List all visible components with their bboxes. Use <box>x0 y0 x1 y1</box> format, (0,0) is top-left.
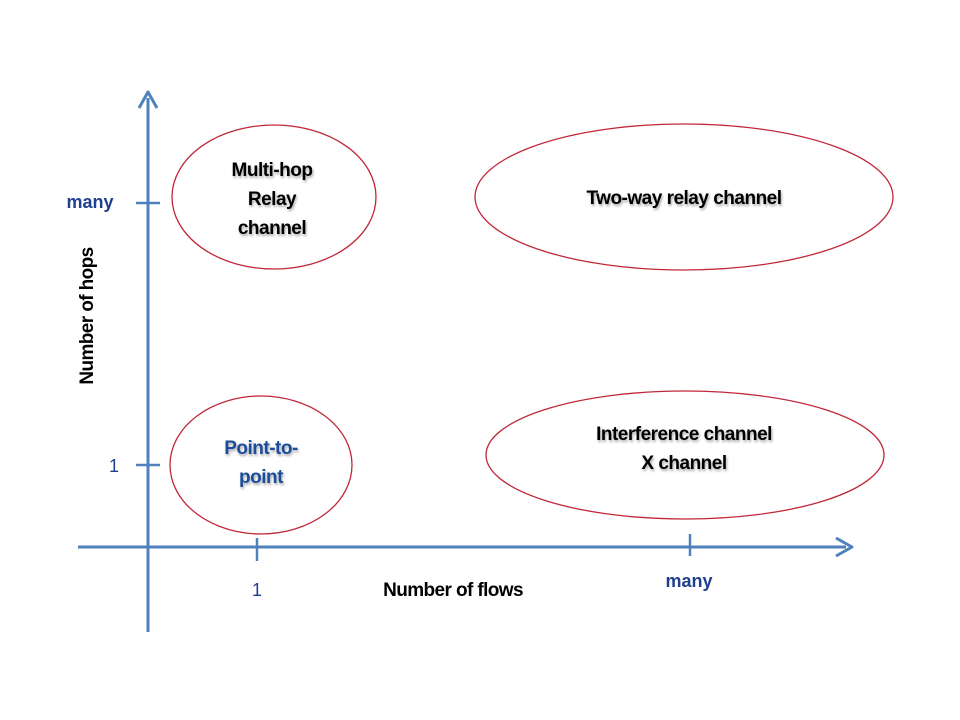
region-two-way-relay: Two-way relay channel <box>474 123 894 271</box>
region-label-line: Multi-hop <box>232 160 313 181</box>
region-label-line: Two-way relay channel <box>586 188 781 209</box>
region-label-line: channel <box>238 218 306 239</box>
region-outline <box>169 395 353 535</box>
x-axis-title: Number of flows <box>383 580 523 601</box>
region-label-line: Relay <box>248 189 297 210</box>
y-axis-arrow-icon <box>137 90 159 109</box>
x-tick-label-many: many <box>665 571 712 591</box>
x-axis-arrow-icon <box>835 536 854 558</box>
region-interference-x: Interference channel X channel <box>485 390 885 520</box>
x-axis <box>78 534 854 561</box>
x-tick-label-1: 1 <box>252 580 262 600</box>
region-point-to-point: Point-to- point <box>169 395 353 535</box>
region-outline <box>171 124 377 270</box>
y-tick-label-1: 1 <box>109 456 119 476</box>
y-axis <box>136 90 160 632</box>
y-axis-title: Number of hops <box>77 247 98 384</box>
y-tick-label-many: many <box>66 192 113 212</box>
region-multi-hop-relay: Multi-hop Relay channel <box>171 124 377 270</box>
region-label-line: Point-to- <box>224 438 298 459</box>
region-label-line: Interference channel <box>596 424 772 445</box>
region-outline <box>474 123 894 271</box>
region-label-line: point <box>239 467 284 488</box>
region-label-line: X channel <box>641 453 726 474</box>
region-outline <box>485 390 885 520</box>
